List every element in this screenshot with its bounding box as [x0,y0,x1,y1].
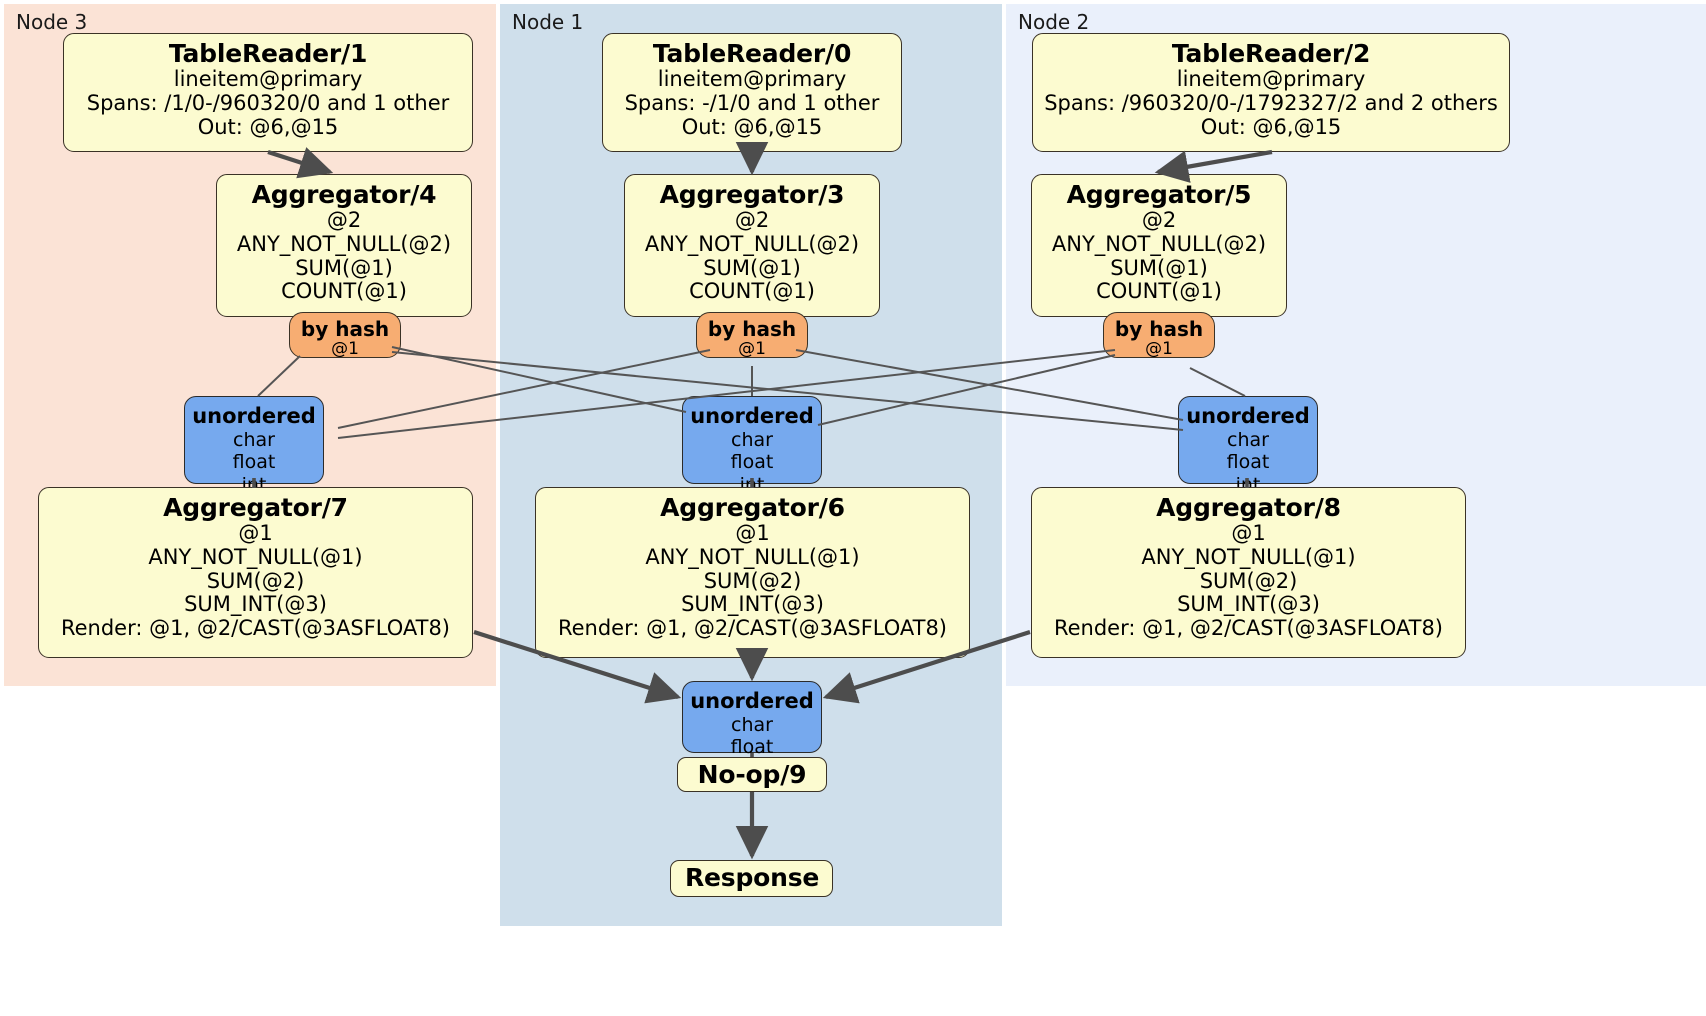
synchronizer-title: unordered [690,689,814,713]
router-title: by hash [707,317,797,341]
processor-line: Out: @6,@15 [197,114,339,139]
processor-title: Response [685,863,820,892]
processor-line: @1 [735,521,770,546]
processor-title: Aggregator/8 [1156,493,1341,522]
processor-title: Aggregator/4 [251,180,437,209]
router-subtitle: @1 [1145,339,1173,359]
processor-table-reader-1[interactable]: TableReader/1 lineitem@primary Spans: /1… [63,33,473,152]
synchronizer-type: float [232,451,276,474]
synchronizer-type: char [731,428,773,451]
processor-line: ANY_NOT_NULL(@2) [644,231,860,256]
processor-line: COUNT(@1) [689,279,815,304]
processor-line: ANY_NOT_NULL(@1) [1141,544,1356,569]
synchronizer-title: unordered [192,404,316,428]
synchronizer-type: char [1227,428,1269,451]
processor-line: lineitem@primary [657,67,847,92]
processor-line: Render: @1, @2/CAST(@3ASFLOAT8) [557,616,948,641]
processor-line: SUM(@1) [703,255,801,280]
processor-line: @1 [1231,521,1266,546]
processor-line: lineitem@primary [1176,67,1366,92]
processor-line: SUM(@2) [703,568,802,593]
synchronizer-type: float [1226,451,1270,474]
processor-line: Spans: /1/0-/960320/0 and 1 other [86,90,450,115]
processor-noop-9[interactable]: No-op/9 [677,757,827,792]
processor-title: TableReader/1 [168,39,368,68]
router-subtitle: @1 [331,339,359,359]
processor-line: ANY_NOT_NULL(@1) [645,544,860,569]
processor-response[interactable]: Response [670,860,833,897]
processor-line: Render: @1, @2/CAST(@3ASFLOAT8) [1053,616,1444,641]
processor-line: @2 [734,208,770,233]
processor-line: SUM_INT(@3) [681,592,824,617]
synchronizer-unordered-final[interactable]: unordered char float [682,681,822,758]
processor-aggregator-7[interactable]: Aggregator/7 @1 ANY_NOT_NULL(@1) SUM(@2)… [38,487,473,658]
processor-line: lineitem@primary [173,67,363,92]
processor-title: Aggregator/3 [659,180,845,209]
processor-line: ANY_NOT_NULL(@2) [236,231,452,256]
processor-title: Aggregator/7 [163,493,348,522]
synchronizer-unordered-right[interactable]: unordered char float int [1178,396,1318,496]
processor-line: Render: @1, @2/CAST(@3ASFLOAT8) [60,616,451,641]
processor-title: No-op/9 [697,760,807,789]
processor-aggregator-4[interactable]: Aggregator/4 @2 ANY_NOT_NULL(@2) SUM(@1)… [216,174,472,317]
synchronizer-unordered-center[interactable]: unordered char float int [682,396,822,496]
processor-table-reader-0[interactable]: TableReader/0 lineitem@primary Spans: -/… [602,33,902,152]
processor-aggregator-8[interactable]: Aggregator/8 @1 ANY_NOT_NULL(@1) SUM(@2)… [1031,487,1466,658]
processor-line: COUNT(@1) [281,279,407,304]
processor-line: @2 [1141,208,1177,233]
node-region-label-node1: Node 1 [512,10,584,34]
synchronizer-unordered-left[interactable]: unordered char float int [184,396,324,496]
router-title: by hash [1114,317,1204,341]
processor-title: TableReader/0 [652,39,852,68]
router-by-hash-left[interactable]: by hash @1 [289,312,401,358]
processor-line: SUM_INT(@3) [1177,592,1320,617]
processor-line: SUM_INT(@3) [184,592,327,617]
synchronizer-title: unordered [690,404,814,428]
processor-title: TableReader/2 [1171,39,1371,68]
synchronizer-title: unordered [1186,404,1310,428]
processor-table-reader-2[interactable]: TableReader/2 lineitem@primary Spans: /9… [1032,33,1510,152]
processor-line: Spans: -/1/0 and 1 other [624,90,880,115]
processor-aggregator-6[interactable]: Aggregator/6 @1 ANY_NOT_NULL(@1) SUM(@2)… [535,487,970,658]
processor-line: SUM(@2) [1199,568,1298,593]
synchronizer-type: char [233,428,275,451]
synchronizer-type: float [730,451,774,474]
processor-line: Out: @6,@15 [681,114,823,139]
router-title: by hash [300,317,390,341]
synchronizer-type: float [730,736,774,759]
processor-line: SUM(@2) [206,568,305,593]
processor-aggregator-3[interactable]: Aggregator/3 @2 ANY_NOT_NULL(@2) SUM(@1)… [624,174,880,317]
processor-aggregator-5[interactable]: Aggregator/5 @2 ANY_NOT_NULL(@2) SUM(@1)… [1031,174,1287,317]
processor-line: Spans: /960320/0-/1792327/2 and 2 others [1044,90,1498,115]
processor-line: @1 [238,521,273,546]
processor-line: COUNT(@1) [1096,279,1222,304]
processor-line: SUM(@1) [1110,255,1208,280]
processor-line: SUM(@1) [295,255,393,280]
processor-line: ANY_NOT_NULL(@2) [1051,231,1267,256]
router-subtitle: @1 [738,339,766,359]
router-by-hash-center[interactable]: by hash @1 [696,312,808,358]
processor-title: Aggregator/5 [1066,180,1252,209]
processor-line: @2 [326,208,362,233]
router-by-hash-right[interactable]: by hash @1 [1103,312,1215,358]
node-region-label-node2: Node 2 [1018,10,1090,34]
processor-line: Out: @6,@15 [1200,114,1342,139]
processor-title: Aggregator/6 [660,493,845,522]
node-region-label-node3: Node 3 [16,10,88,34]
synchronizer-type: char [731,713,773,736]
processor-line: ANY_NOT_NULL(@1) [148,544,363,569]
